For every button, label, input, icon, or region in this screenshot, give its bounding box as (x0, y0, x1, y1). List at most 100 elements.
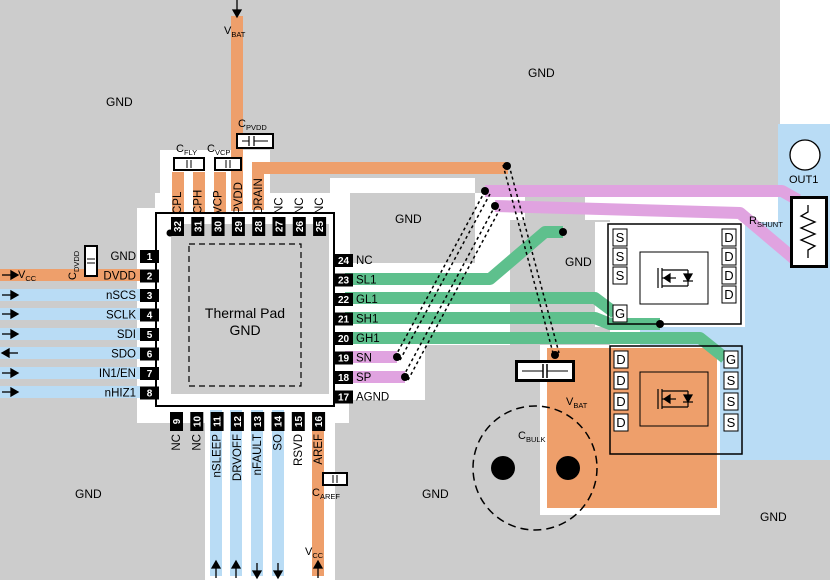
pin-number: 9 (172, 418, 183, 424)
ls-source-pin-label: S (727, 394, 736, 409)
thermal-pad-gnd-label: GND (229, 322, 260, 338)
hs-source-pin: S (612, 228, 628, 247)
vbat-plane (547, 348, 717, 508)
pin-name: SP (356, 372, 372, 384)
hs-drain-pin: D (721, 247, 737, 266)
pin-name: GND (110, 251, 136, 263)
gnd-label-top-left: GND (106, 95, 133, 109)
rshunt-label: RSHUNT (749, 215, 783, 229)
pin-name: AGND (356, 392, 389, 404)
pin-name: SN (356, 353, 372, 365)
ls-source-pin: S (723, 392, 739, 411)
pin-number: 25 (315, 221, 326, 233)
shunt-resistor (790, 196, 828, 268)
hs-source-pin-label: S (616, 268, 625, 283)
pin-1: 1 GND (110, 250, 159, 263)
ls-drain-pin-label: D (616, 394, 625, 409)
pin-25: 25 NC (313, 197, 327, 236)
gnd-label-bottom-left: GND (75, 487, 102, 501)
pin-name: GH1 (356, 333, 380, 345)
bulk-capacitor (472, 405, 598, 531)
via-connections (394, 164, 560, 381)
gnd-label-bottom-right: GND (760, 510, 787, 524)
pin-number: 14 (274, 416, 285, 428)
pin-number: 30 (214, 221, 225, 233)
cvcp-label: CVCP (207, 143, 230, 157)
pin-name: RSVD (293, 434, 305, 466)
driver-ic: Thermal Pad GND (155, 212, 335, 407)
arrows (0, 0, 324, 580)
capacitor-aref (322, 472, 348, 486)
pin-name: VCP (213, 190, 225, 214)
pin-number: 22 (338, 295, 350, 306)
pin-name: CPH (192, 190, 204, 214)
cbulk-label: CBULK (518, 430, 546, 444)
pin-number: 13 (253, 416, 264, 428)
signal-traces (0, 289, 284, 576)
pin-name: SDO (111, 349, 136, 361)
hs-drain-pin-label: D (724, 249, 733, 264)
pin-name: CPL (172, 191, 184, 214)
ls-drain-pin: D (613, 350, 629, 369)
pin-name: DRAIN (253, 178, 265, 214)
caref-label: CAREF (312, 487, 340, 501)
pin-name: NC (356, 255, 373, 267)
pin-number: 5 (147, 330, 153, 341)
pin-name: NC (314, 197, 326, 214)
pin-name: NC (191, 434, 203, 451)
vbat-top-label: VBAT (224, 25, 246, 39)
pin-number: 23 (338, 276, 350, 287)
hs-gate-pin-label: G (615, 306, 625, 321)
pin-number: 1 (147, 252, 153, 263)
ls-drain-pin: D (613, 392, 629, 411)
cpvdd-label: CPVDD (238, 118, 267, 132)
ls-source-pin-label: S (727, 373, 736, 388)
pin-number: 2 (147, 272, 153, 283)
pin-number: 12 (233, 416, 244, 428)
hs-drain-pin: D (721, 228, 737, 247)
pin-number: 20 (338, 334, 350, 345)
pin-number: 24 (338, 256, 350, 267)
pin-name: nSLEEP (212, 434, 224, 478)
pin-24: 24 NC (334, 254, 373, 267)
pin-name: nFAULT (252, 434, 264, 475)
pin-name: SCLK (106, 310, 136, 322)
out1-terminal (789, 139, 821, 171)
pin-name: IN1/EN (99, 368, 136, 380)
pin-name: SO (273, 434, 285, 451)
pin-number: 31 (193, 221, 204, 233)
pin-name: nSCS (106, 290, 136, 302)
pin-number: 10 (192, 416, 203, 428)
pin-name: DRVOFF (232, 434, 244, 481)
vcc-bottom-label: VCC (305, 546, 324, 560)
vcc-left-label: VCC (18, 269, 37, 283)
pin-number: 32 (173, 221, 184, 233)
low-side-mosfet (609, 345, 743, 455)
hs-mosfet-symbol (657, 268, 694, 288)
gnd-label-center: GND (395, 212, 422, 226)
pin-name: SL1 (356, 275, 376, 287)
ls-mosfet-symbol (657, 389, 694, 409)
